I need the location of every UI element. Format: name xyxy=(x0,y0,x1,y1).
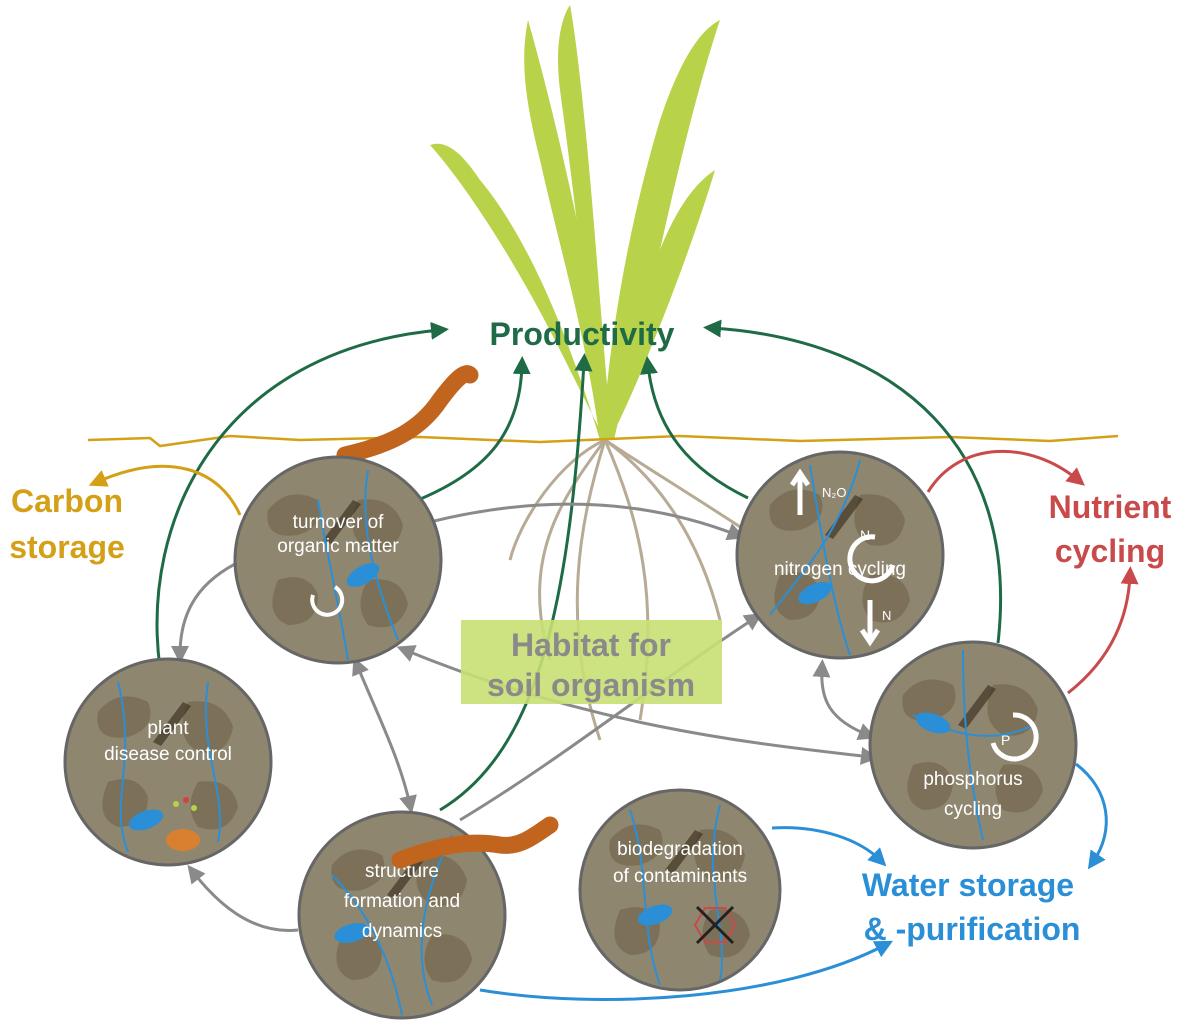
nitrogen-line1: nitrogen cycling xyxy=(774,559,906,580)
n-cycle-label: N xyxy=(860,527,870,543)
habitat-box: Habitat for soil organism xyxy=(461,620,722,704)
phosphorus-line2: cycling xyxy=(944,799,1002,820)
turnover-line1: turnover of xyxy=(293,512,385,533)
carbon-storage-arrow xyxy=(88,464,242,516)
nutrient-cycling-arrows xyxy=(926,450,1139,695)
habitat-line2: soil organism xyxy=(487,667,695,703)
productivity-label: Productivity xyxy=(490,316,675,352)
plant-disease-line2: disease control xyxy=(104,744,232,765)
carbon-label-line2: storage xyxy=(9,529,125,565)
n2o-label: N₂O xyxy=(822,485,847,500)
n2o-up-arrow-icon xyxy=(789,468,811,515)
p-cycle-label: P xyxy=(1001,732,1010,748)
water-label-line1: Water storage xyxy=(862,867,1074,903)
n-cycle-icon xyxy=(847,534,896,584)
n-leach-arrow-icon xyxy=(859,600,881,647)
node-biodegradation: biodegradation of contaminants xyxy=(578,788,782,992)
water-storage-arrows xyxy=(479,762,1108,1001)
water-label-line2: & -purification xyxy=(864,911,1081,947)
structure-line3: dynamics xyxy=(362,921,442,942)
biodegradation-line1: biodegradation xyxy=(617,839,743,860)
phosphorus-line1: phosphorus xyxy=(923,769,1022,790)
earthworm-icon xyxy=(336,365,479,464)
nutrient-label-line2: cycling xyxy=(1055,533,1165,569)
node-nitrogen: N₂O N N nitrogen cycling xyxy=(735,450,945,660)
carbon-label-line1: Carbon xyxy=(11,483,123,519)
nutrient-label-line1: Nutrient xyxy=(1049,489,1172,525)
turnover-cycle-icon xyxy=(310,585,345,617)
contaminant-crossed-icon xyxy=(693,905,737,945)
structure-line2: formation and xyxy=(344,891,460,912)
structure-line1: structure xyxy=(365,861,439,882)
node-phosphorus: P phosphorus cycling xyxy=(868,640,1078,850)
pathogen-icon xyxy=(166,829,200,851)
n-leach-label: N xyxy=(882,608,891,623)
turnover-line2: organic matter xyxy=(277,536,399,557)
biodegradation-line2: of contaminants xyxy=(613,866,747,887)
plant-disease-line1: plant xyxy=(147,718,189,739)
habitat-line1: Habitat for xyxy=(511,627,671,663)
p-cycle-icon xyxy=(990,712,1039,762)
node-plant-disease: plant disease control xyxy=(63,657,273,867)
soil-surface-line xyxy=(87,434,1119,448)
node-structure: structure formation and dynamics xyxy=(297,810,507,1020)
plant-leaves-icon xyxy=(430,5,720,441)
earthworm-icon xyxy=(391,816,559,869)
node-turnover: turnover of organic matter xyxy=(233,455,443,665)
